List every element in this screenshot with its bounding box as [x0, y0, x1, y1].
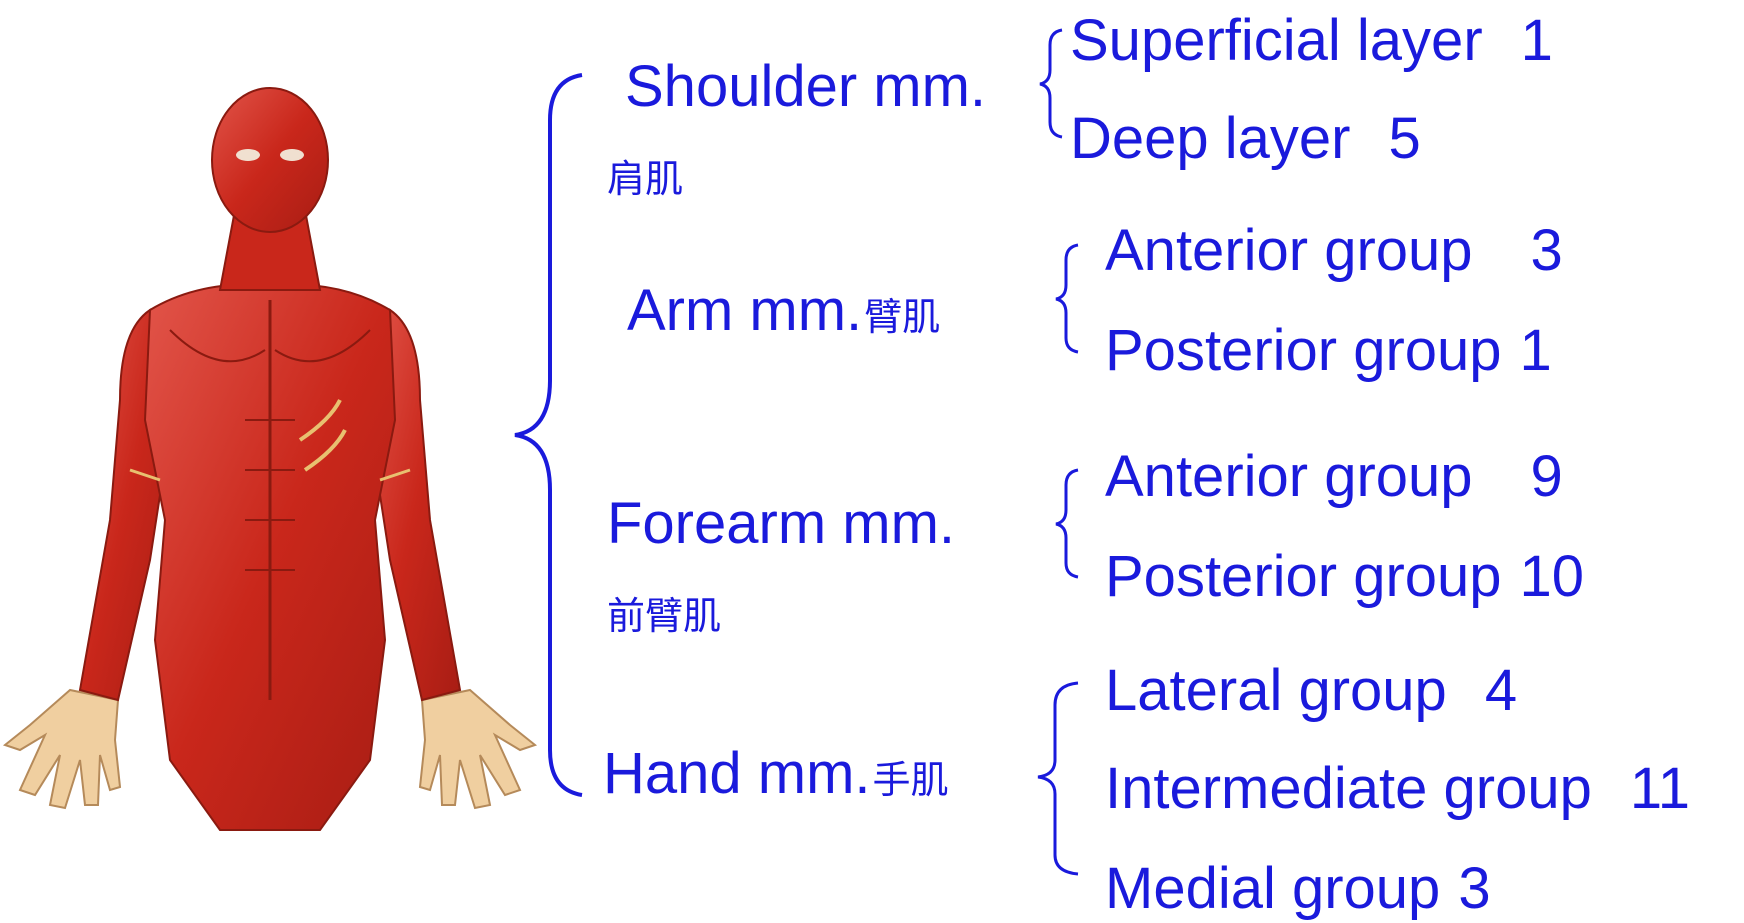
hand-bracket [1038, 683, 1078, 874]
group-label: Anterior group [1105, 218, 1473, 283]
group-label: Deep layer [1070, 106, 1350, 171]
region-forearm-cn: 前臂肌 [607, 597, 721, 635]
group-label: Anterior group [1105, 444, 1473, 509]
region-arm-cn: 臂肌 [864, 295, 940, 339]
group-label: Posterior group [1105, 544, 1502, 609]
region-forearm-label: Forearm mm. [607, 495, 955, 553]
group-label: Intermediate group [1105, 756, 1592, 821]
region-arm-label: Arm mm. [627, 278, 862, 343]
group-count: 11 [1630, 756, 1690, 821]
region-shoulder-cn: 肩肌 [607, 160, 683, 198]
forearm-bracket [1056, 470, 1078, 577]
shoulder-bracket [1040, 30, 1062, 137]
group-count: 3 [1531, 218, 1563, 283]
group-label: Posterior group [1105, 318, 1502, 383]
region-arm-row: Arm mm.臂肌 [627, 282, 940, 340]
region-hand-cn: 手肌 [873, 758, 949, 802]
group-label: Medial group [1105, 856, 1440, 921]
region-hand-row: Hand mm.手肌 [603, 745, 949, 803]
group-count: 5 [1388, 106, 1420, 171]
group-label: Superficial layer [1070, 8, 1483, 73]
group-count: 1 [1520, 318, 1552, 383]
group-count: 9 [1531, 444, 1563, 509]
group-label: Lateral group [1105, 658, 1447, 723]
region-hand-label: Hand mm. [603, 741, 871, 806]
region-shoulder-label: Shoulder mm. [625, 58, 986, 116]
group-count: 10 [1520, 544, 1585, 609]
group-count: 1 [1521, 8, 1553, 73]
group-count: 4 [1485, 658, 1517, 723]
group-count: 3 [1458, 856, 1490, 921]
main-bracket [515, 75, 582, 795]
arm-bracket [1056, 245, 1078, 352]
